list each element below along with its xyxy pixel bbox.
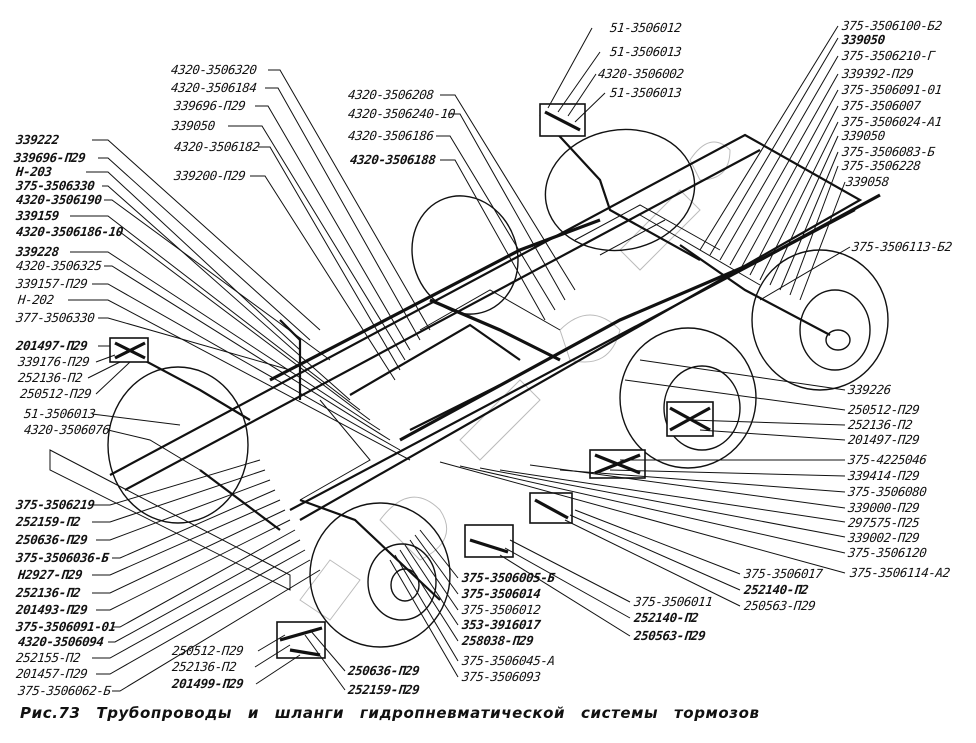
callout-label: 375-3506024-А1 [841, 114, 943, 129]
callout-label: 375-3506007 [841, 98, 922, 113]
callout-label: 375-3506014 [461, 586, 542, 601]
callout-label: 375-3506219 [15, 497, 96, 512]
callout-label: 339157-П29 [15, 276, 89, 291]
callout-label: 375-3506011 [633, 594, 714, 609]
callout-label: 250512-П29 [171, 643, 245, 658]
callout-label: 252136-П2 [847, 417, 913, 432]
callout-label: 4320-3506184 [170, 80, 258, 95]
callout-label: Н2927-П29 [17, 567, 83, 582]
callout-label: 375-3506100-Б2 [841, 18, 943, 33]
leader-lines [68, 25, 851, 692]
callout-label: Н-203 [15, 164, 53, 179]
callout-label: 201493-П29 [15, 602, 89, 617]
callout-label: 4320-3506240-10 [347, 106, 456, 121]
callout-label: 252159-П29 [347, 682, 421, 697]
callout-label: 339000-П29 [847, 500, 921, 515]
callout-label: 339176-П29 [17, 354, 91, 369]
callout-label: 297575-П25 [847, 515, 921, 530]
callout-label: 339002-П29 [847, 530, 921, 545]
callout-label: 250563-П29 [743, 598, 817, 613]
callout-label: 375-3506113-Б2 [851, 239, 953, 254]
callout-label: 250563-П29 [633, 628, 707, 643]
callout-label: 339392-П29 [841, 66, 915, 81]
callout-label: 375-3506093 [461, 669, 542, 684]
callout-label: 339050 [841, 32, 886, 47]
callout-label: 375-3506228 [841, 158, 922, 173]
callout-label: 4320-3506094 [17, 634, 105, 649]
callout-label: 51-3506013 [609, 85, 683, 100]
callout-label: 4320-3506320 [170, 62, 258, 77]
callout-label: 250512-П29 [19, 386, 93, 401]
callout-label: 375-3506062-Б [17, 683, 112, 698]
callout-label: 252136-П2 [171, 659, 237, 674]
callout-label: 375-3506005-Б [461, 570, 556, 585]
callout-label: 339226 [847, 382, 892, 397]
callout-label: 4320-3506190 [15, 192, 103, 207]
callout-label: 4320-3506186 [347, 128, 435, 143]
callout-label: 4320-3506325 [15, 258, 103, 273]
callout-label: 339050 [171, 118, 216, 133]
callout-label: 339696-П29 [13, 150, 87, 165]
callout-label: 375-3506036-Б [15, 550, 110, 565]
callout-label: 4320-3506208 [347, 87, 435, 102]
wheels [107, 128, 889, 648]
callout-label: 252136-П2 [15, 585, 81, 600]
callout-label: 250512-П29 [847, 402, 921, 417]
callout-label: 339696-П29 [173, 98, 247, 113]
callout-label: 4320-3506076 [23, 422, 111, 437]
callout-label: 252159-П2 [15, 514, 81, 529]
callout-label: 375-3506012 [461, 602, 542, 617]
callout-label: 252155-П2 [15, 650, 81, 665]
callout-label: 4320-3506182 [173, 139, 261, 154]
callout-label: 339200-П29 [173, 168, 247, 183]
callout-label: 51-3506013 [609, 44, 683, 59]
callout-label: 339414-П29 [847, 468, 921, 483]
callout-label: 4320-3506186-10 [15, 224, 124, 239]
callout-label: 201457-П29 [15, 666, 89, 681]
callout-label: 339228 [15, 244, 60, 259]
callout-label: 375-3506091-01 [841, 82, 943, 97]
callout-label: 252140-П2 [743, 582, 809, 597]
callout-label: 353-3916017 [461, 617, 542, 632]
callout-label: 201497-П29 [15, 338, 89, 353]
callout-label: 375-3506210-Г [841, 48, 936, 63]
callout-label: 375-3506114-А2 [849, 565, 951, 580]
callout-label: 201499-П29 [171, 676, 245, 691]
callout-label: 252140-П2 [633, 610, 699, 625]
callout-label: 375-3506330 [15, 178, 96, 193]
callout-label: 375-3506017 [743, 566, 824, 581]
callout-label: 375-4225046 [847, 452, 928, 467]
callout-label: 339050 [841, 128, 886, 143]
callout-label: 51-3506012 [609, 20, 683, 35]
callout-label: 339159 [15, 208, 60, 223]
callout-label: 377-3506330 [15, 310, 96, 325]
callout-label: Н-202 [17, 292, 55, 307]
callout-label: 252136-П2 [17, 370, 83, 385]
pipelines [124, 114, 881, 601]
callout-label: 51-3506013 [23, 406, 97, 421]
callout-label: 258038-П29 [461, 633, 535, 648]
callout-label: 375-3506083-Б [841, 144, 936, 159]
figure-caption: Рис.73 Трубопроводы и шланги гидропневма… [20, 704, 760, 722]
callout-label: 375-3506080 [847, 484, 928, 499]
watermark [299, 141, 731, 621]
callout-label: 4320-3506002 [597, 66, 685, 81]
callout-label: 201497-П29 [847, 432, 921, 447]
callout-label: 250636-П29 [347, 663, 421, 678]
frame [49, 133, 863, 591]
callout-label: 375-3506120 [847, 545, 928, 560]
callout-label: 250636-П29 [15, 532, 89, 547]
callout-label: 375-3506045-А [461, 653, 556, 668]
callout-label: 4320-3506188 [349, 152, 437, 167]
callout-label: 375-3506091-01 [15, 619, 117, 634]
callout-label: 339058 [845, 174, 890, 189]
callout-label: 339222 [15, 132, 60, 147]
